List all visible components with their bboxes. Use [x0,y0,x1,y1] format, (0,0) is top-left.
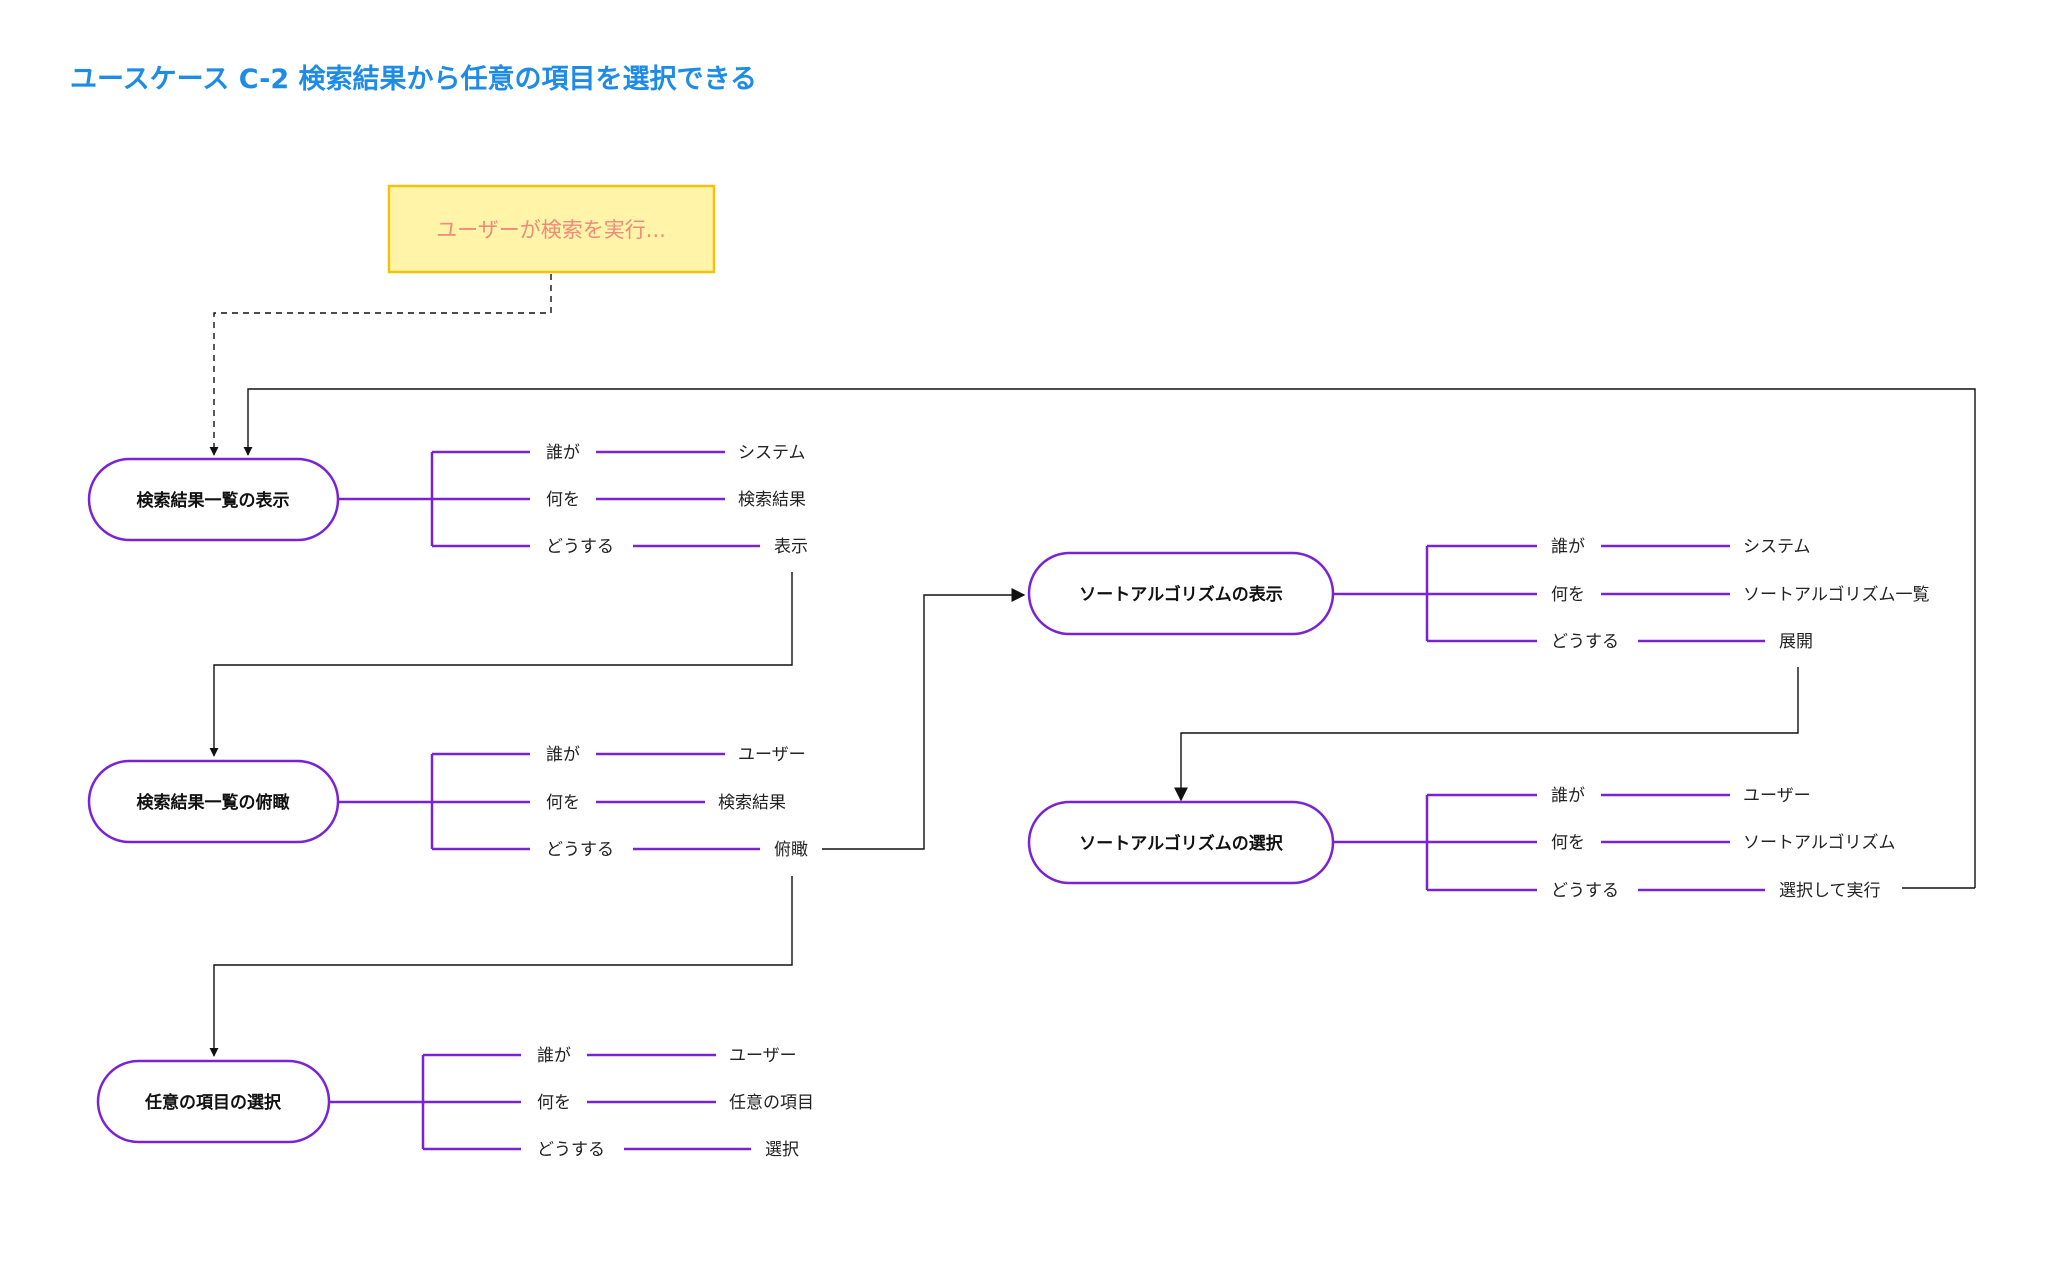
how-value: 表示 [774,537,808,557]
attribute-tree-sort-display: 誰が 何を どうする システム ソートアルゴリズム一覧 展開 [1333,537,1930,652]
attribute-tree-sort-select: 誰が 何を どうする ユーザー ソートアルゴリズム 選択して実行 [1333,786,1896,901]
connector-overview-to-sort-display [822,588,1026,850]
what-value: ソートアルゴリズム一覧 [1743,584,1930,605]
who-key: 誰が [1551,786,1585,806]
what-value: 検索結果 [718,793,786,813]
node-label: 任意の項目の選択 [144,1092,282,1113]
how-key: どうする [546,537,614,557]
flow-connectors [209,274,1976,1057]
use-case-node-search-display[interactable]: 検索結果一覧の表示 [87,457,340,542]
how-value: 展開 [1779,632,1813,652]
use-case-node-sort-select[interactable]: ソートアルゴリズムの選択 [1027,800,1335,885]
use-case-node-item-select[interactable]: 任意の項目の選択 [96,1059,331,1144]
who-value: システム [738,443,806,463]
node-label: ソートアルゴリズムの選択 [1079,833,1283,854]
what-key: 何を [546,490,580,510]
how-key: どうする [1551,881,1619,901]
connector-sort-display-to-sort-select [1174,667,1799,802]
use-case-node-sort-display[interactable]: ソートアルゴリズムの表示 [1027,551,1335,636]
page-title: ユースケース C-2 検索結果から任意の項目を選択できる [70,63,757,95]
who-key: 誰が [546,745,580,765]
what-value: 任意の項目 [729,1093,814,1113]
use-case-node-search-overview[interactable]: 検索結果一覧の俯瞰 [87,759,340,844]
what-key: 何を [1551,833,1585,853]
who-value: ユーザー [729,1046,797,1066]
how-key: どうする [537,1140,605,1160]
who-value: システム [1743,537,1811,557]
node-label: 検索結果一覧の表示 [137,490,290,511]
who-key: 誰が [537,1046,571,1066]
connector-note-to-display [209,274,552,456]
how-value: 選択 [765,1140,799,1160]
what-key: 何を [546,793,580,813]
node-label: ソートアルゴリズムの表示 [1079,584,1283,605]
attribute-tree-search-overview: 誰が 何を どうする ユーザー 検索結果 俯瞰 [338,745,808,860]
node-label: 検索結果一覧の俯瞰 [137,792,291,813]
what-value: ソートアルゴリズム [1743,832,1896,853]
how-value: 俯瞰 [774,840,808,860]
who-key: 誰が [1551,537,1585,557]
connector-overview-to-select [209,876,793,1057]
attribute-tree-item-select: 誰が 何を どうする ユーザー 任意の項目 選択 [329,1046,814,1160]
who-value: ユーザー [738,745,806,765]
who-value: ユーザー [1743,786,1811,806]
what-key: 何を [1551,585,1585,605]
what-value: 検索結果 [738,490,806,510]
how-key: どうする [1551,632,1619,652]
who-key: 誰が [546,443,580,463]
how-value: 選択して実行 [1779,881,1881,901]
connector-display-to-overview [209,572,793,757]
connector-loop-back [243,388,1976,888]
how-key: どうする [546,840,614,860]
what-key: 何を [537,1093,571,1113]
sticky-note-text: ユーザーが検索を実行... [436,218,666,242]
sticky-note[interactable]: ユーザーが検索を実行... [387,184,716,274]
attribute-tree-search-display: 誰が 何を どうする システム 検索結果 表示 [338,443,808,557]
